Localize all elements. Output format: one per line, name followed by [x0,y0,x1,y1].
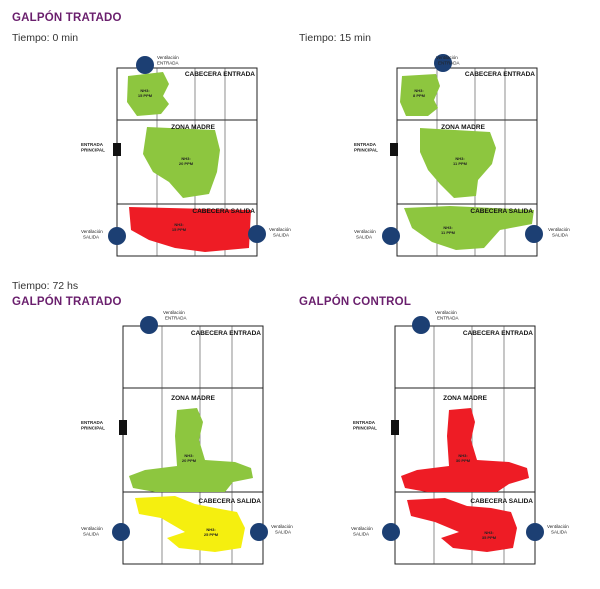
fan-salida-left-icon [382,523,400,541]
nh3-bot-label: NH3:25 PPM [204,527,219,537]
time-label-0min: Tiempo: 0 min [12,32,79,44]
zone-label-cabecera-salida: CABECERA SALIDA [192,208,255,215]
nh3-bot-label: NH3:11 PPM [441,225,456,235]
time-label-72hs: Tiempo: 72 hs [12,280,79,292]
fan-entrada-icon [434,54,452,72]
gas-zone-bot [129,207,251,252]
fan-salida-left-icon [108,227,126,245]
nh3-mid-label: NH3:11 PPM [453,156,468,166]
main-door-icon [113,143,121,156]
main-door-icon [119,420,127,435]
nh3-top-label: NH3:15 PPM [138,88,153,98]
nh3-bot-label: NH3:35 PPM [482,530,497,540]
gas-zone-bot [404,206,534,250]
nh3-mid-label: NH3:20 PPM [179,156,194,166]
fan-salida-right-icon [250,523,268,541]
zone-label-cabecera-entrada: CABECERA ENTRADA [465,71,535,78]
gas-zone-mid [401,408,529,492]
zone-label-zona-madre: ZONA MADRE [171,395,215,402]
zone-label-zona-madre: ZONA MADRE [171,124,215,131]
zone-label-zona-madre: ZONA MADRE [443,395,487,402]
zone-label-zona-madre: ZONA MADRE [441,124,485,131]
fan-entrada-icon [412,316,430,334]
gas-zone-bot [135,496,245,552]
zone-label-cabecera-entrada: CABECERA ENTRADA [191,330,261,337]
main-door-icon [391,420,399,435]
gas-zone-mid [420,128,496,198]
zone-label-cabecera-entrada: CABECERA ENTRADA [463,330,533,337]
fan-salida-right-icon [525,225,543,243]
fan-salida-left-icon [112,523,130,541]
zone-label-cabecera-salida: CABECERA SALIDA [470,208,533,215]
gas-zone-bot [407,498,517,552]
gas-zone-top [127,72,169,116]
fan-entrada-icon [140,316,158,334]
zone-label-cabecera-salida: CABECERA SALIDA [470,498,533,505]
fan-entrada-icon [136,56,154,74]
heading-bottom-left: GALPÓN TRATADO [12,296,122,308]
nh3-mid-label: NH3:30 PPM [456,453,471,463]
zone-label-cabecera-salida: CABECERA SALIDA [198,498,261,505]
gas-zone-top [400,74,440,116]
gas-zone-mid [129,408,253,492]
main-door-icon [390,143,398,156]
fan-salida-right-icon [526,523,544,541]
nh3-top-label: NH3:8 PPM [413,88,426,98]
fan-salida-right-icon [248,225,266,243]
nh3-bot-label: NH3:15 PPM [172,222,187,232]
fan-salida-left-icon [382,227,400,245]
heading-top-left: GALPÓN TRATADO [12,12,122,24]
heading-bottom-right: GALPÓN CONTROL [299,296,412,308]
zone-label-cabecera-entrada: CABECERA ENTRADA [185,71,255,78]
time-label-15min: Tiempo: 15 min [299,32,371,44]
nh3-mid-label: NH3:20 PPM [182,453,197,463]
gas-zone-mid [143,127,220,198]
